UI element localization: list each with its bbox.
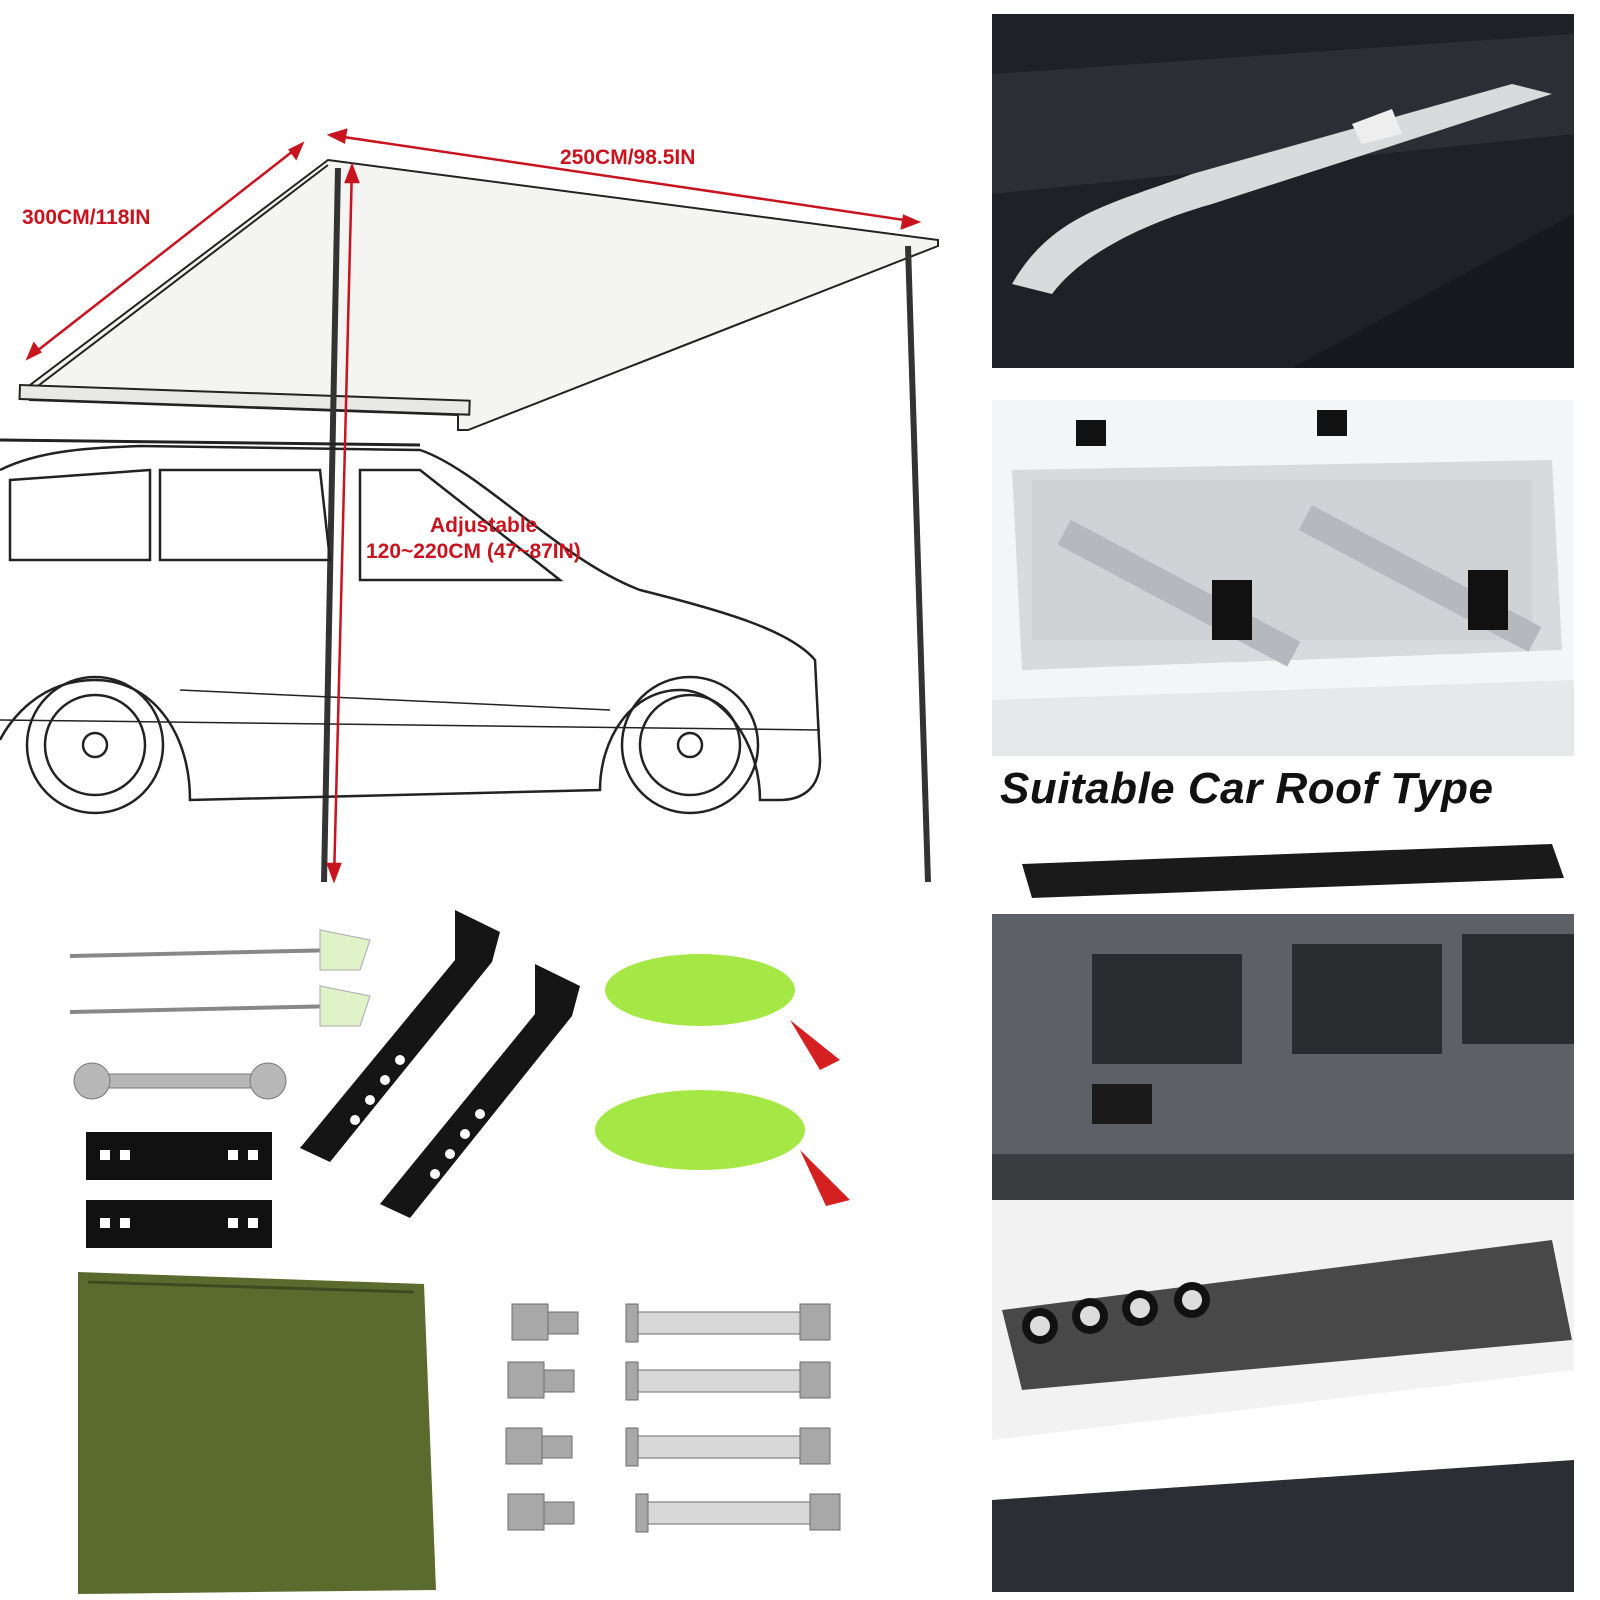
accessories-kit — [69, 910, 850, 1594]
guy-ropes — [595, 954, 850, 1206]
awning-dimension-diagram — [0, 128, 939, 884]
roof-type-platform-rack-photo — [992, 834, 1574, 1200]
rear-pole — [905, 245, 931, 883]
roof-type-cross-bars-photo — [992, 400, 1574, 756]
roof-type-raised-rail-photo — [992, 14, 1574, 368]
roof-type-basket-rack-photo — [992, 1200, 1574, 1592]
mounting-brackets — [300, 910, 580, 1218]
suv-sketch — [0, 438, 822, 815]
wrench — [73, 1062, 287, 1100]
roof-type-caption: Suitable Car Roof Type — [1000, 764, 1494, 813]
depth-dimension-label: 300CM/118IN — [22, 206, 151, 229]
width-dimension-label: 250CM/98.5IN — [560, 146, 696, 169]
front-pole — [321, 167, 341, 883]
storage-bag — [78, 1272, 436, 1594]
height-label-adjustable: Adjustable — [430, 514, 538, 537]
spacer-plates — [86, 1132, 272, 1248]
nuts-and-bolts — [505, 1303, 841, 1533]
height-dimension-label: 120~220CM (47~87IN) — [366, 540, 581, 563]
ground-stakes — [69, 929, 371, 1027]
dimension-arrows — [25, 128, 922, 884]
awning-canopy — [18, 158, 939, 431]
